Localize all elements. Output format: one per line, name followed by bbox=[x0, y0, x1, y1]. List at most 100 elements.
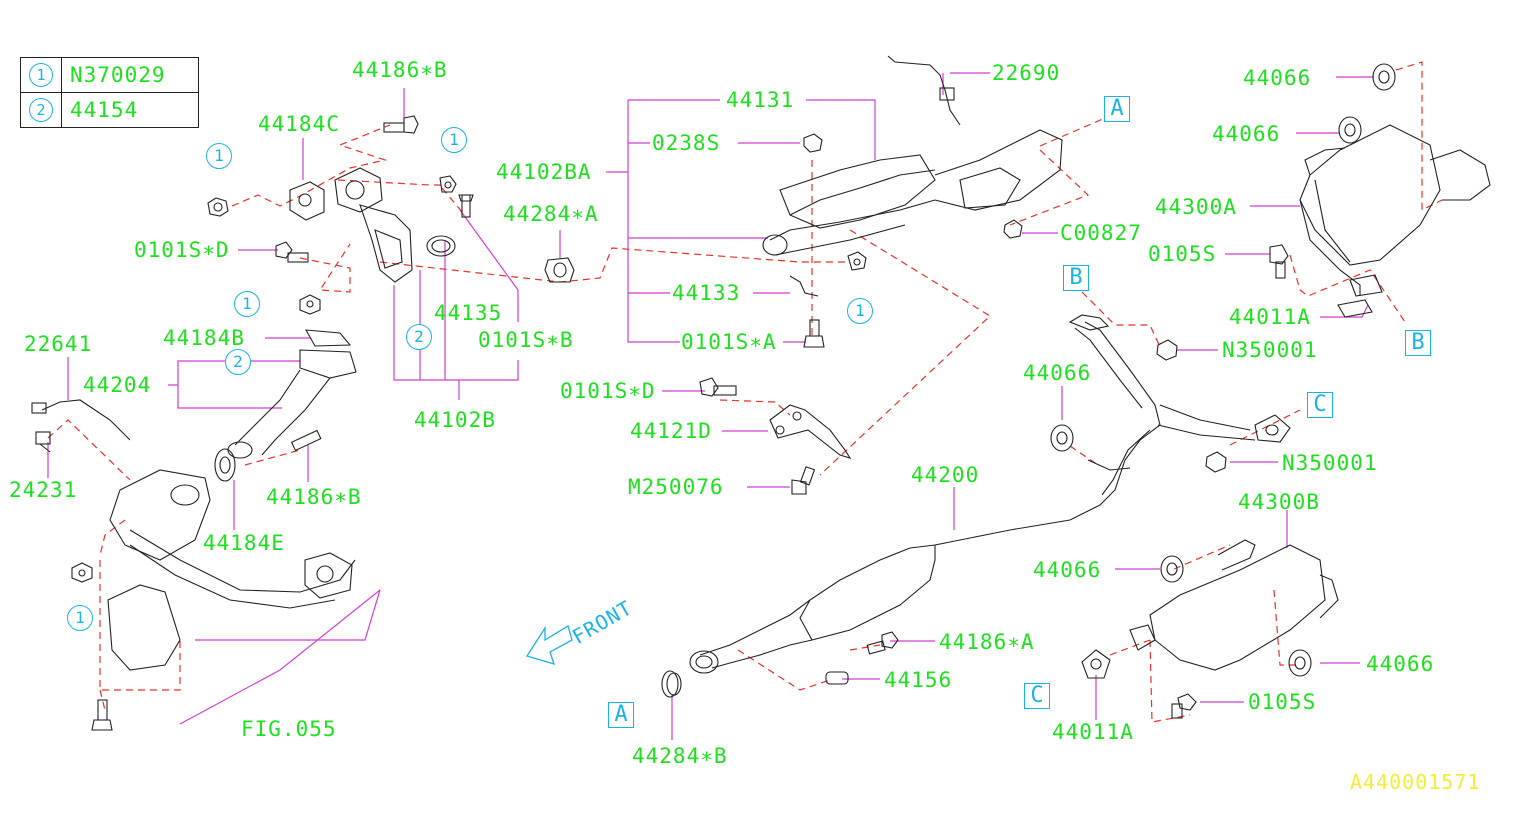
flange-B bbox=[1068, 314, 1110, 331]
label-44011A-b[interactable]: 44011A bbox=[1052, 720, 1134, 744]
legend-key: 1 bbox=[29, 63, 53, 87]
bolt-0101SB bbox=[458, 194, 474, 218]
bolt-fig055 bbox=[91, 699, 113, 731]
label-44186B-mid[interactable]: 44186∗B bbox=[266, 485, 362, 509]
label-44131[interactable]: 44131 bbox=[726, 88, 795, 112]
part-drawings bbox=[31, 55, 1491, 731]
label-0101SD-mid[interactable]: 0101S∗D bbox=[560, 379, 656, 403]
ref-box-c-muffler: C bbox=[1024, 683, 1050, 709]
circle-ref-1: 1 bbox=[847, 298, 873, 324]
legend-part: 44154 bbox=[61, 92, 199, 128]
diagram-code: A440001571 bbox=[1350, 770, 1481, 794]
muffler-44300A bbox=[1299, 124, 1441, 266]
hanger-44066-b bbox=[1338, 116, 1362, 144]
label-0238S[interactable]: 0238S bbox=[652, 131, 721, 155]
circle-ref-2: 2 bbox=[406, 324, 432, 350]
front-pipe bbox=[234, 369, 331, 456]
hanger-44066-c bbox=[1050, 424, 1074, 452]
flange-44184C bbox=[289, 181, 325, 221]
label-44204[interactable]: 44204 bbox=[83, 373, 152, 397]
hanger-44066-e bbox=[1288, 649, 1312, 677]
circle-ref-2: 2 bbox=[225, 349, 251, 375]
nut-N350001-a bbox=[1156, 339, 1178, 361]
gasket-44184B bbox=[305, 329, 352, 347]
label-C00827[interactable]: C00827 bbox=[1060, 221, 1142, 245]
bolt-0105S-b bbox=[1171, 693, 1197, 719]
gasket-44284A bbox=[544, 257, 575, 283]
clip-44133 bbox=[789, 275, 819, 297]
label-44184C[interactable]: 44184C bbox=[258, 112, 340, 136]
label-44066-d[interactable]: 44066 bbox=[1033, 558, 1102, 582]
leader-lines bbox=[47, 72, 1374, 740]
circle-ref-1: 1 bbox=[67, 605, 93, 631]
bolt-M250076 bbox=[791, 466, 816, 495]
legend-table: 1 N370029 2 44154 bbox=[20, 57, 199, 128]
nut-N350001-b bbox=[1205, 451, 1227, 473]
label-44121D[interactable]: 44121D bbox=[630, 419, 712, 443]
label-0101SA[interactable]: 0101S∗A bbox=[681, 330, 777, 354]
label-0105S-a[interactable]: 0105S bbox=[1148, 242, 1217, 266]
heat-shield bbox=[107, 584, 181, 671]
nut-0238S bbox=[803, 133, 823, 153]
bracket-44121D bbox=[769, 404, 852, 459]
y-pipe-flange bbox=[109, 469, 211, 561]
nut-c5 bbox=[847, 251, 867, 271]
label-0105S-b[interactable]: 0105S bbox=[1248, 690, 1317, 714]
nut-left-1 bbox=[207, 197, 229, 217]
label-44186A[interactable]: 44186∗A bbox=[939, 630, 1035, 654]
bolt-0105S-a bbox=[1269, 244, 1289, 279]
label-N350001-b[interactable]: N350001 bbox=[1282, 451, 1378, 475]
label-44184B[interactable]: 44184B bbox=[163, 326, 245, 350]
bolt-44186A bbox=[866, 631, 899, 655]
clip-24231 bbox=[35, 431, 51, 453]
nut-c3 bbox=[299, 294, 321, 315]
label-44102BA[interactable]: 44102BA bbox=[496, 160, 592, 184]
nut-C00827 bbox=[1003, 219, 1023, 239]
label-44133[interactable]: 44133 bbox=[672, 281, 741, 305]
label-44066-a[interactable]: 44066 bbox=[1243, 66, 1312, 90]
label-44156[interactable]: 44156 bbox=[884, 668, 953, 692]
legend-key: 2 bbox=[29, 98, 53, 122]
gasket-44284B-ring bbox=[689, 650, 719, 674]
label-0101SB[interactable]: 0101S∗B bbox=[478, 328, 574, 352]
label-44284A[interactable]: 44284∗A bbox=[503, 202, 599, 226]
label-44066-e[interactable]: 44066 bbox=[1366, 652, 1435, 676]
ref-box-a-lower: A bbox=[608, 702, 634, 728]
ref-box-c-pipe: C bbox=[1307, 392, 1333, 418]
label-44184E[interactable]: 44184E bbox=[203, 531, 285, 555]
label-24231[interactable]: 24231 bbox=[9, 478, 78, 502]
nut-c4 bbox=[71, 562, 93, 583]
label-44135[interactable]: 44135 bbox=[434, 301, 503, 325]
hanger-44066-d bbox=[1160, 555, 1184, 583]
gasket-44284B bbox=[661, 670, 682, 698]
label-22690[interactable]: 22690 bbox=[992, 61, 1061, 85]
label-44102B[interactable]: 44102B bbox=[414, 408, 496, 432]
label-44011A-a[interactable]: 44011A bbox=[1229, 305, 1311, 329]
label-N350001-a[interactable]: N350001 bbox=[1222, 338, 1318, 362]
catalyst-front bbox=[359, 204, 413, 283]
label-44066-c[interactable]: 44066 bbox=[1023, 361, 1092, 385]
label-44300A[interactable]: 44300A bbox=[1155, 195, 1237, 219]
label-44284B[interactable]: 44284∗B bbox=[632, 744, 728, 768]
label-44066-b[interactable]: 44066 bbox=[1212, 122, 1281, 146]
ref-box-b-pipe: B bbox=[1063, 265, 1089, 291]
gasket-44011A-b bbox=[1081, 649, 1111, 679]
label-fig055[interactable]: FIG.055 bbox=[241, 717, 337, 741]
front-arrow-icon bbox=[525, 625, 573, 665]
bolt-top bbox=[383, 115, 419, 134]
circle-ref-1: 1 bbox=[234, 291, 260, 317]
ref-box-a-upper: A bbox=[1104, 96, 1130, 122]
bolt-0101SD-left bbox=[275, 241, 309, 263]
flange-44204 bbox=[299, 349, 357, 379]
label-22641[interactable]: 22641 bbox=[24, 332, 93, 356]
rear-pipe-top bbox=[934, 321, 1161, 546]
legend-part: N370029 bbox=[61, 57, 199, 93]
gasket-44184E bbox=[214, 448, 236, 482]
label-M250076[interactable]: M250076 bbox=[628, 475, 724, 499]
label-44186B-top[interactable]: 44186∗B bbox=[352, 58, 448, 82]
nut-c1 bbox=[439, 175, 457, 193]
label-44200[interactable]: 44200 bbox=[911, 463, 980, 487]
label-44300B[interactable]: 44300B bbox=[1238, 490, 1320, 514]
label-0101SD-left[interactable]: 0101S∗D bbox=[134, 238, 230, 262]
